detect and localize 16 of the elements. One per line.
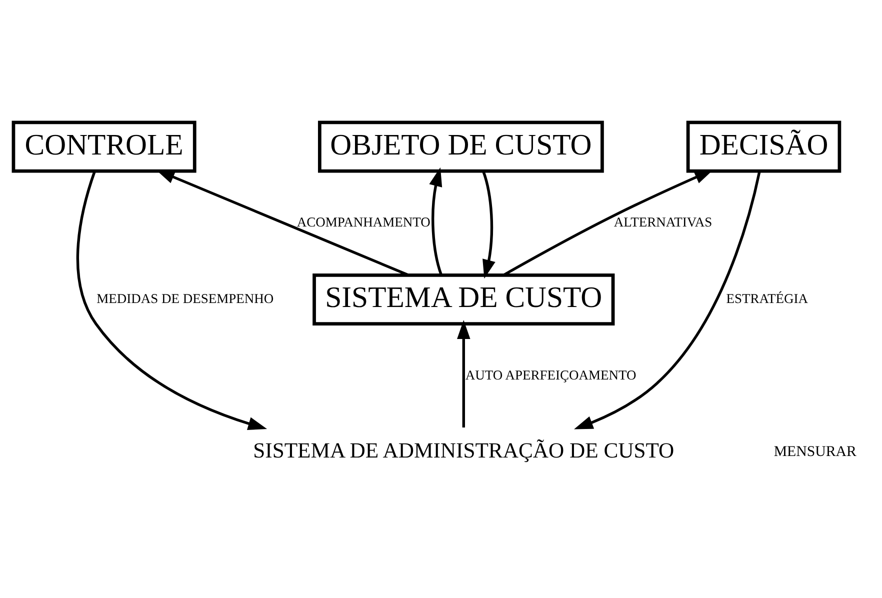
node-text: SISTEMA DE ADMINISTRAÇÃO DE CUSTO xyxy=(253,438,674,462)
arrow xyxy=(457,320,470,427)
node-box: CONTROLE xyxy=(12,120,196,172)
label: MENSURAR xyxy=(774,444,856,460)
node-box: DECISÃO xyxy=(686,120,842,172)
edge-label: ACOMPANHAMENTO xyxy=(296,214,430,229)
arrow xyxy=(574,170,761,429)
edge-label: MEDIDAS DE DESEMPENHO xyxy=(96,290,274,306)
arrow xyxy=(482,170,496,278)
node-box: OBJETO DE CUSTO xyxy=(318,120,604,172)
arrow xyxy=(76,170,268,430)
arrow xyxy=(429,166,442,275)
edge-label: ESTRATÉGIA xyxy=(726,290,808,306)
node-box: SISTEMA DE CUSTO xyxy=(312,272,615,326)
edge-label: ALTERNATIVAS xyxy=(614,214,712,229)
edge-label: AUTO APERFEIÇOAMENTO xyxy=(465,366,636,382)
